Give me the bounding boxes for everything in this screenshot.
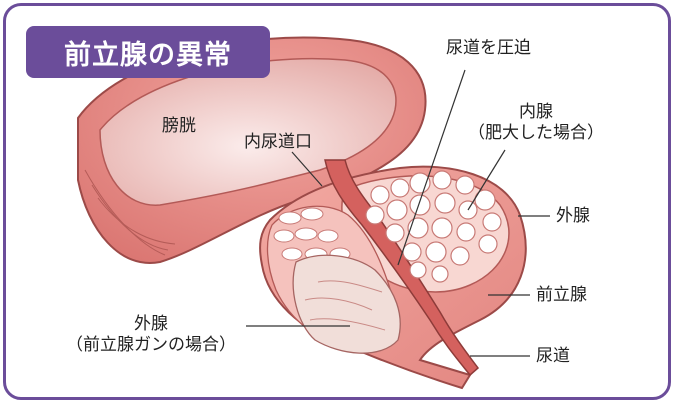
label-bladder: 膀胱 bbox=[162, 116, 196, 136]
leader-lines bbox=[246, 69, 550, 357]
label-outer-gland-left-note: （前立腺ガンの場合） bbox=[66, 335, 236, 356]
label-urethral-orifice: 内尿道口 bbox=[244, 132, 312, 152]
label-outer-gland-left-name: 外腺 bbox=[134, 314, 168, 334]
label-outer-gland-right: 外腺 bbox=[556, 206, 590, 226]
label-inner-gland-name: 内腺 bbox=[519, 102, 553, 122]
outer-gland-lobules bbox=[273, 207, 351, 261]
label-prostate: 前立腺 bbox=[536, 285, 587, 305]
label-inner-gland: 内腺 （肥大した場合） bbox=[468, 102, 604, 145]
label-outer-gland-left: 外腺 （前立腺ガンの場合） bbox=[62, 314, 240, 357]
label-compress-urethra: 尿道を圧迫 bbox=[446, 38, 531, 58]
inner-gland-nodules bbox=[365, 170, 502, 283]
cancer-mass bbox=[292, 254, 401, 354]
label-inner-gland-note: （肥大した場合） bbox=[468, 123, 604, 144]
page-title: 前立腺の異常 bbox=[26, 26, 270, 78]
label-urethra: 尿道 bbox=[536, 346, 570, 366]
bladder-wall bbox=[77, 36, 427, 265]
